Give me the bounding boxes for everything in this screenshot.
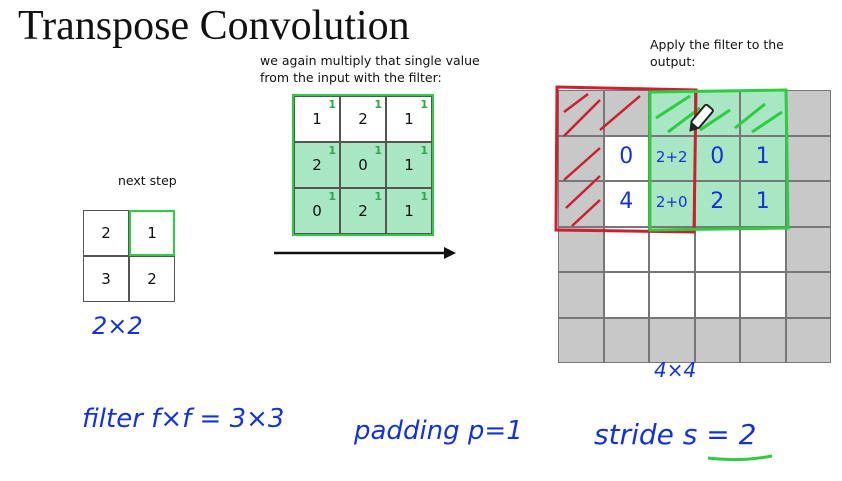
input-size-note: 2×2 (92, 312, 143, 340)
output-padding-cell (785, 226, 831, 272)
filter-multiplier: 1 (374, 98, 382, 111)
output-padding-cell (649, 317, 695, 363)
output-written-value: 4 (619, 189, 634, 214)
output-padding-cell (785, 135, 831, 181)
output-cell (694, 272, 740, 318)
filter-value: 1 (404, 110, 414, 128)
filter-multiplier: 1 (420, 190, 428, 203)
input-cell: 3 (83, 256, 129, 302)
filter-cell: 0 1 (340, 142, 386, 188)
filter-cell: 1 1 (386, 188, 432, 234)
filter-value: 0 (312, 202, 322, 220)
output-cell (603, 226, 649, 272)
input-cell: 2 (129, 256, 175, 302)
output-padding-cell (785, 90, 831, 136)
filter-multiplier: 1 (420, 144, 428, 157)
filter-multiplier: 1 (374, 144, 382, 157)
page-title: Transpose Convolution (18, 3, 410, 49)
filter-value: 2 (358, 202, 368, 220)
caption-multiply: we again multiply that single value from… (260, 53, 480, 85)
filter-multiplier: 1 (328, 98, 336, 111)
filter-cell: 1 1 (386, 96, 432, 142)
output-cell (740, 226, 786, 272)
note-stride: stride s = 2 (594, 418, 757, 451)
input-cell: 2 (83, 210, 129, 256)
output-written-value: 1 (755, 189, 770, 214)
output-padding-cell (694, 90, 740, 136)
output-written-value: 1 (755, 143, 770, 169)
input-grid: 2 1 3 2 (83, 210, 175, 302)
output-size-note: 4×4 (654, 358, 697, 382)
output-padding-cell (558, 272, 604, 318)
output-written-value: 0 (619, 143, 634, 169)
caption-apply-filter: Apply the filter to the output: (650, 37, 784, 69)
output-written-value: 2+2 (655, 147, 688, 166)
output-cell (603, 272, 649, 318)
filter-cell: 1 1 (386, 142, 432, 188)
filter-cell: 1 1 (294, 96, 340, 142)
output-padding-cell (558, 135, 604, 181)
output-cell (649, 226, 695, 272)
output-written-value: 0 (710, 143, 725, 169)
filter-value: 1 (404, 202, 414, 220)
filter-multiplier: 1 (328, 190, 336, 203)
input-cell-highlighted: 1 (129, 210, 175, 256)
caption-next-step: next step (118, 173, 177, 188)
output-padding-cell (694, 317, 740, 363)
output-padding-cell (558, 226, 604, 272)
output-padding-cell (649, 90, 695, 136)
output-written-value: 2 (710, 189, 725, 214)
output-padding-cell (785, 181, 831, 227)
output-written-value: 2+0 (655, 193, 688, 211)
output-padding-cell (558, 317, 604, 363)
filter-multiplier: 1 (420, 98, 428, 111)
filter-cell: 2 1 (340, 96, 386, 142)
output-padding-cell (785, 317, 831, 363)
filter-multiplier: 1 (328, 144, 336, 157)
output-padding-cell (785, 272, 831, 318)
output-padding-cell (603, 317, 649, 363)
output-grid (558, 90, 831, 363)
output-padding-cell (740, 317, 786, 363)
output-cell (740, 272, 786, 318)
output-padding-cell (740, 90, 786, 136)
output-padding-cell (603, 90, 649, 136)
output-cell (694, 226, 740, 272)
filter-cell: 2 1 (294, 142, 340, 188)
filter-cell: 0 1 (294, 188, 340, 234)
filter-value: 1 (404, 156, 414, 174)
filter-value: 0 (358, 156, 368, 174)
output-padding-cell (558, 181, 604, 227)
filter-value: 1 (312, 110, 322, 128)
arrow-right-icon (274, 247, 456, 259)
filter-grid: 1 1 2 1 1 1 2 1 0 1 1 1 0 1 2 1 1 1 (292, 94, 434, 236)
output-padding-cell (558, 90, 604, 136)
filter-value: 2 (358, 110, 368, 128)
output-cell (649, 272, 695, 318)
filter-value: 2 (312, 156, 322, 174)
note-filter-size: filter f×f = 3×3 (82, 404, 285, 434)
filter-cell: 2 1 (340, 188, 386, 234)
filter-multiplier: 1 (374, 190, 382, 203)
note-padding: padding p=1 (354, 416, 523, 446)
